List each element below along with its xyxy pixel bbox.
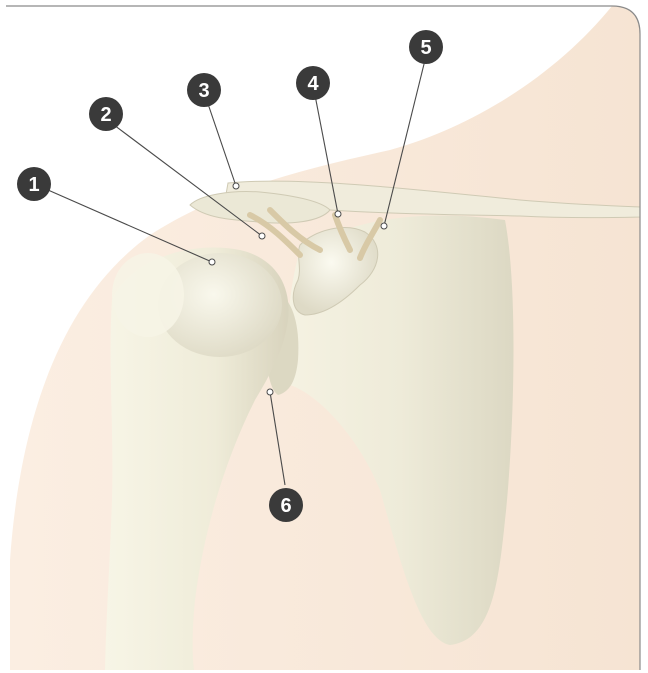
- callout-number-6: 6: [280, 495, 291, 517]
- callout-5: 5: [409, 30, 443, 64]
- leader-dot-3: [233, 183, 239, 189]
- greater-tubercle: [112, 253, 184, 337]
- callout-number-3: 3: [198, 80, 209, 102]
- callout-number-5: 5: [420, 37, 431, 59]
- callout-number-4: 4: [307, 73, 319, 95]
- callout-6: 6: [269, 488, 303, 522]
- leader-dot-5: [381, 223, 387, 229]
- leader-dot-6: [267, 389, 273, 395]
- leader-dot-2: [259, 233, 265, 239]
- callout-3: 3: [187, 73, 221, 107]
- callout-number-1: 1: [28, 174, 39, 196]
- callout-2: 2: [89, 97, 123, 131]
- callout-number-2: 2: [100, 104, 111, 126]
- leader-dot-4: [335, 211, 341, 217]
- callout-4: 4: [296, 66, 330, 100]
- callout-1: 1: [17, 167, 51, 201]
- leader-dot-1: [209, 259, 215, 265]
